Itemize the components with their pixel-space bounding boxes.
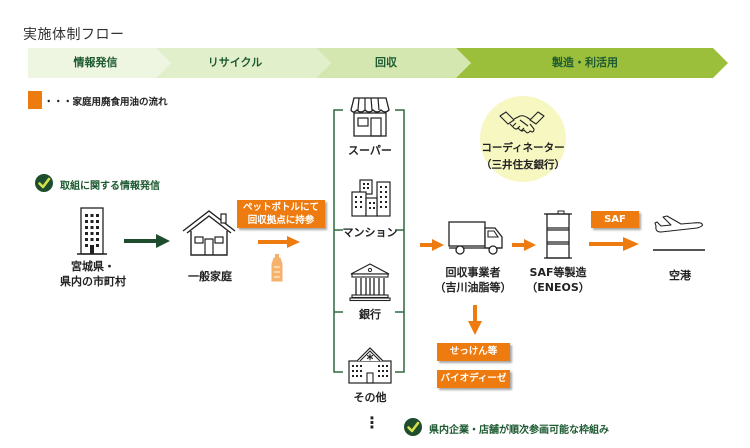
airport-label: 空港	[669, 269, 691, 282]
pet-bottle-box: ペットボトルにて 回収拠点に持参	[237, 200, 325, 228]
school-emblem-icon	[366, 353, 374, 361]
store-icon	[350, 97, 390, 137]
household-label: 一般家庭	[188, 270, 232, 283]
byproduct-biodiesel-box: バイオディーゼル	[437, 370, 510, 402]
phase-label-manufacture: 製造・利活用	[552, 56, 618, 69]
byproduct-soap-box: せっけん等	[437, 343, 510, 361]
school-icon	[348, 347, 392, 384]
phase-label-recycle: リサイクル	[207, 56, 263, 69]
apartment-icon	[351, 179, 391, 217]
collection-point-label: スーパー	[348, 144, 392, 157]
truck-icon	[448, 221, 503, 255]
collection-point-label: その他	[353, 391, 387, 404]
collection-bracket	[333, 109, 405, 373]
airplane-icon	[653, 215, 705, 251]
phase-4-shape	[456, 48, 728, 78]
phase-band	[28, 48, 728, 78]
phase-label-collection: 回収	[375, 56, 397, 69]
check-circle-icon	[404, 418, 422, 436]
phase-2-shape	[156, 48, 331, 78]
bank-icon	[349, 263, 391, 302]
saf-box: SAF	[591, 211, 639, 228]
orange-arrow-icon	[420, 239, 444, 251]
orange-arrow-icon	[589, 237, 639, 251]
orange-arrow-icon	[512, 239, 536, 251]
info-note-text: 取組に関する情報発信	[60, 181, 160, 192]
more-indicator: ⋮	[364, 413, 380, 432]
page-title: 実施体制フロー	[23, 27, 125, 43]
orange-down-arrow-icon	[468, 305, 482, 335]
phase-3-shape	[316, 48, 471, 78]
collection-point-label: 銀行	[359, 308, 381, 321]
orange-arrow-icon	[258, 236, 300, 248]
legend-orange-swatch	[28, 91, 42, 109]
coordinator-label-line1: コーディネーター	[481, 142, 565, 154]
government-label-line2: 県内の市町村	[60, 275, 126, 288]
oil-drum-icon	[544, 210, 572, 259]
coordinator-label-line2: （三井住友銀行）	[481, 159, 565, 171]
manufacturer-label-line1: SAF等製造	[529, 266, 587, 279]
check-circle-icon	[35, 174, 53, 192]
coordinator-circle	[480, 96, 566, 182]
house-icon	[182, 210, 236, 256]
manufacturer-label-line2: （ENEOS）	[526, 281, 590, 294]
office-building-icon	[77, 207, 107, 255]
collection-point-label: マンション	[342, 226, 398, 239]
info-arrow-icon	[124, 234, 170, 248]
government-label-line1: 宮城県・	[71, 260, 115, 273]
bottom-note-text: 県内企業・店舗が順次参画可能な枠組み	[429, 425, 609, 436]
handshake-icon	[499, 111, 545, 134]
collector-label-line1: 回収事業者	[445, 266, 501, 279]
legend-text: ・・・家庭用廃食用油の流れ	[44, 97, 168, 108]
pet-bottle-box-line2: 回収拠点に持参	[247, 215, 315, 226]
pet-bottle-icon	[271, 254, 283, 282]
phase-1-shape	[28, 48, 171, 78]
collector-label-line2: （吉川油脂等）	[434, 281, 512, 294]
pet-bottle-box-line1: ペットボトルにて	[242, 202, 319, 213]
phase-label-info: 情報発信	[73, 56, 118, 69]
